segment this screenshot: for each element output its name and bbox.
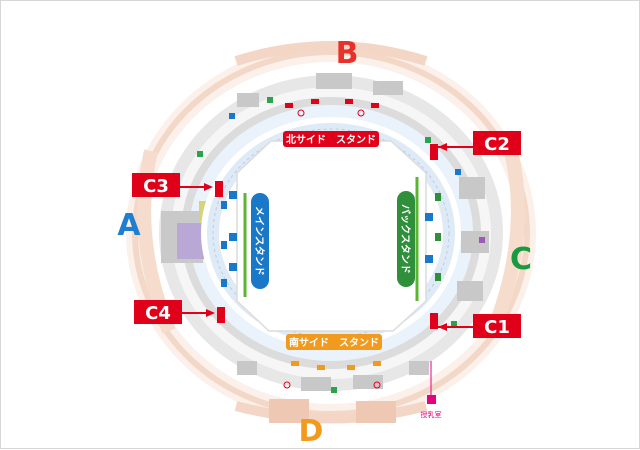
callout-c3-label: C3 bbox=[143, 176, 169, 197]
building-block bbox=[373, 81, 403, 95]
gate-c-label: C bbox=[510, 242, 532, 277]
south-stand-label: 南サイド スタンド bbox=[289, 336, 379, 349]
north-stand-band: 北サイド スタンド bbox=[283, 131, 379, 147]
toilet-icon bbox=[267, 97, 273, 103]
gate-a-label: A bbox=[117, 208, 141, 243]
building-block bbox=[237, 361, 257, 375]
restroom-icon bbox=[229, 263, 237, 271]
restroom-icon bbox=[229, 191, 237, 199]
baby-nursing-icon bbox=[427, 395, 436, 404]
restroom-icon bbox=[229, 233, 237, 241]
fire-extinguisher-icon bbox=[283, 381, 291, 389]
fire-extinguisher-icon bbox=[357, 109, 365, 117]
north-stand-label: 北サイド スタンド bbox=[286, 133, 376, 146]
facility-icons bbox=[197, 97, 485, 393]
building-block bbox=[409, 361, 429, 375]
main-stand-band: メインスタンド bbox=[251, 193, 269, 289]
back-stand-label: バックスタンド bbox=[399, 204, 411, 274]
nursing-room: 授乳室 bbox=[421, 361, 442, 419]
callout-c2-label: C2 bbox=[484, 134, 510, 155]
south-gate-block bbox=[356, 401, 396, 423]
callout-c4: C4 bbox=[134, 300, 225, 324]
gate-b-label: B bbox=[336, 36, 359, 71]
building-block bbox=[237, 93, 259, 107]
wheelchair-icon bbox=[229, 113, 235, 119]
toilet-icon bbox=[197, 151, 203, 157]
south-gate-block bbox=[269, 399, 309, 423]
wheelchair-icon bbox=[455, 169, 461, 175]
c3-entrance-marker bbox=[215, 181, 223, 197]
pitch bbox=[236, 140, 427, 332]
callout-c2: C2 bbox=[430, 131, 521, 160]
building-block bbox=[459, 177, 485, 199]
callout-c4-label: C4 bbox=[145, 303, 171, 324]
c1-entrance-marker bbox=[430, 313, 438, 329]
callout-c1: C1 bbox=[430, 313, 521, 338]
back-stand-band: バックスタンド bbox=[397, 191, 415, 287]
callout-c3: C3 bbox=[132, 173, 223, 197]
c4-entrance-marker bbox=[217, 307, 225, 323]
building-block bbox=[353, 375, 383, 389]
c2-entrance-marker bbox=[430, 144, 438, 160]
restroom-icon bbox=[425, 255, 433, 263]
building-block bbox=[457, 281, 483, 301]
callout-c1-label: C1 bbox=[484, 317, 510, 338]
section-markers bbox=[221, 99, 441, 370]
toilet-icon bbox=[425, 137, 431, 143]
fire-extinguisher-icon bbox=[297, 109, 305, 117]
restroom-icon bbox=[425, 213, 433, 221]
building-block bbox=[301, 377, 331, 391]
building-block bbox=[461, 231, 489, 253]
south-stand-band: 南サイド スタンド bbox=[286, 334, 382, 350]
toilet-icon bbox=[451, 321, 457, 327]
toilet-icon bbox=[331, 387, 337, 393]
building-block bbox=[316, 73, 352, 89]
nursing-room-label: 授乳室 bbox=[421, 410, 442, 419]
gate-d-label: D bbox=[299, 414, 324, 449]
fire-extinguisher-icon bbox=[373, 381, 381, 389]
main-stand-label: メインスタンド bbox=[253, 206, 265, 276]
escalator-icon bbox=[479, 237, 485, 243]
